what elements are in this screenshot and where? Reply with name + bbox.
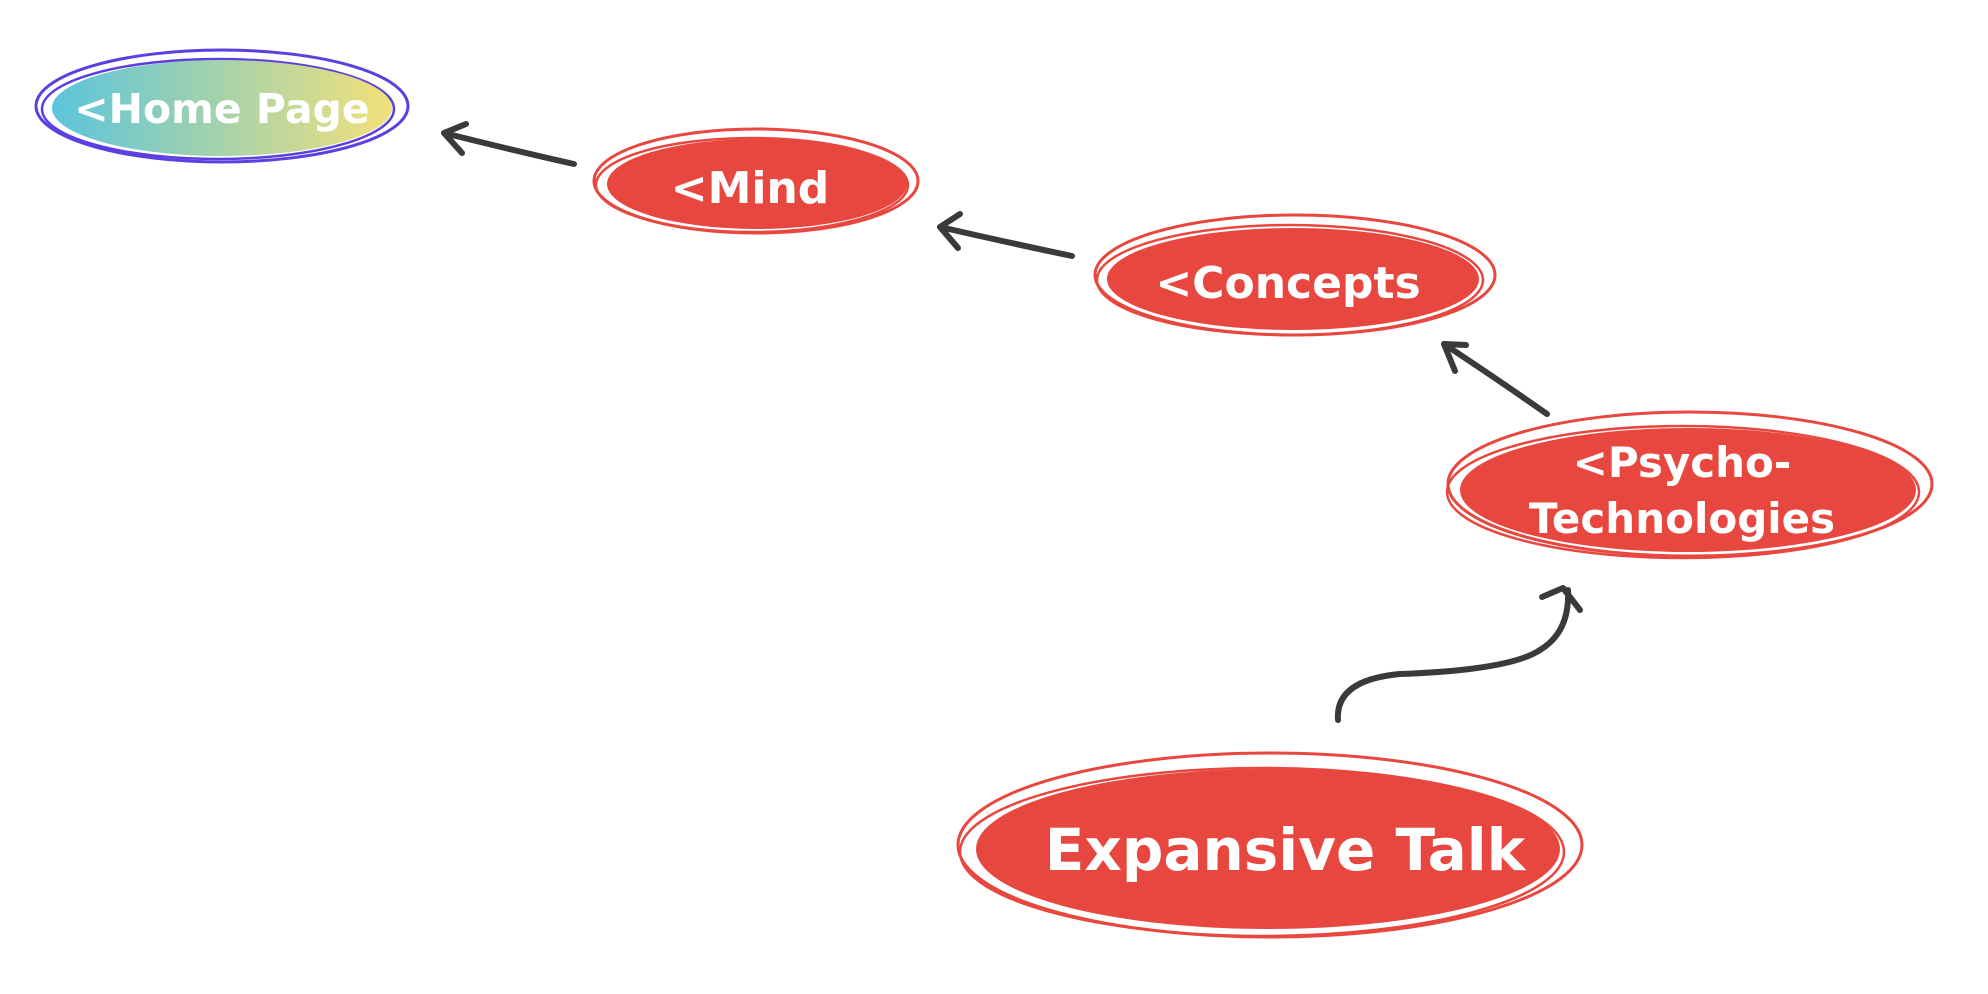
home-page-sketch-ring <box>34 48 410 164</box>
home-page-fill <box>52 60 392 156</box>
psycho-fill <box>1460 428 1916 552</box>
home-page-sketch-ring-outer <box>40 57 396 161</box>
expansive-label: Expansive Talk <box>1045 816 1527 884</box>
node-home-page[interactable]: <Home Page <box>34 48 410 164</box>
expansive-fill <box>976 769 1560 929</box>
arrow-psycho-to-concepts <box>1441 341 1550 417</box>
mind-label: <Mind <box>671 163 830 214</box>
concepts-fill <box>1107 228 1479 330</box>
mind-sketch-ring-outer <box>594 136 910 234</box>
concepts-label: <Concepts <box>1155 258 1420 309</box>
arrow-mind-to-home <box>441 121 577 167</box>
node-concepts[interactable]: <Concepts <box>1093 213 1497 337</box>
expansive-sketch-ring-outer <box>958 766 1566 938</box>
node-expansive-talk[interactable]: Expansive Talk <box>956 751 1584 939</box>
psycho-label-line2: Technologies <box>1529 494 1835 543</box>
mind-fill <box>607 139 907 229</box>
node-mind[interactable]: <Mind <box>592 127 920 235</box>
home-page-label: <Home Page <box>74 85 369 133</box>
concepts-sketch-ring-outer <box>1095 223 1485 337</box>
arrow-concepts-to-mind <box>937 211 1075 259</box>
node-psycho-technologies[interactable]: <Psycho- Technologies <box>1445 410 1934 560</box>
arrow-expansive-to-psycho <box>1334 585 1583 723</box>
psycho-label-line1: <Psycho- <box>1573 438 1792 487</box>
psycho-sketch-ring-outer <box>1445 424 1921 560</box>
